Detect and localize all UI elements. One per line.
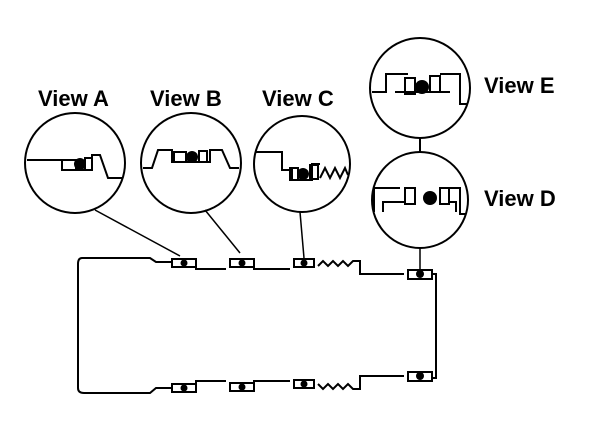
seal-location-b-bottom	[229, 382, 255, 392]
view-e-label: View E	[484, 73, 555, 98]
view-a-detail	[24, 112, 126, 214]
seal-location-b-top	[229, 258, 255, 268]
view-a-label: View A	[38, 86, 109, 111]
seal-location-a-bottom	[171, 383, 197, 393]
view-e-detail	[369, 37, 471, 139]
leader-lines	[94, 209, 421, 270]
seal-location-d-bottom	[407, 371, 433, 382]
seal-location-c-top	[293, 258, 315, 268]
view-b-label: View B	[150, 86, 222, 111]
view-d-detail	[371, 151, 469, 249]
view-c-label: View C	[262, 86, 334, 111]
seal-location-a-top	[171, 258, 197, 268]
seal-location-d-top	[407, 269, 433, 280]
assembly-body	[77, 257, 437, 394]
view-c-detail	[253, 115, 351, 213]
view-d-label: View D	[484, 186, 556, 211]
seal-location-c-bottom	[293, 379, 315, 389]
view-b-detail	[140, 112, 242, 214]
